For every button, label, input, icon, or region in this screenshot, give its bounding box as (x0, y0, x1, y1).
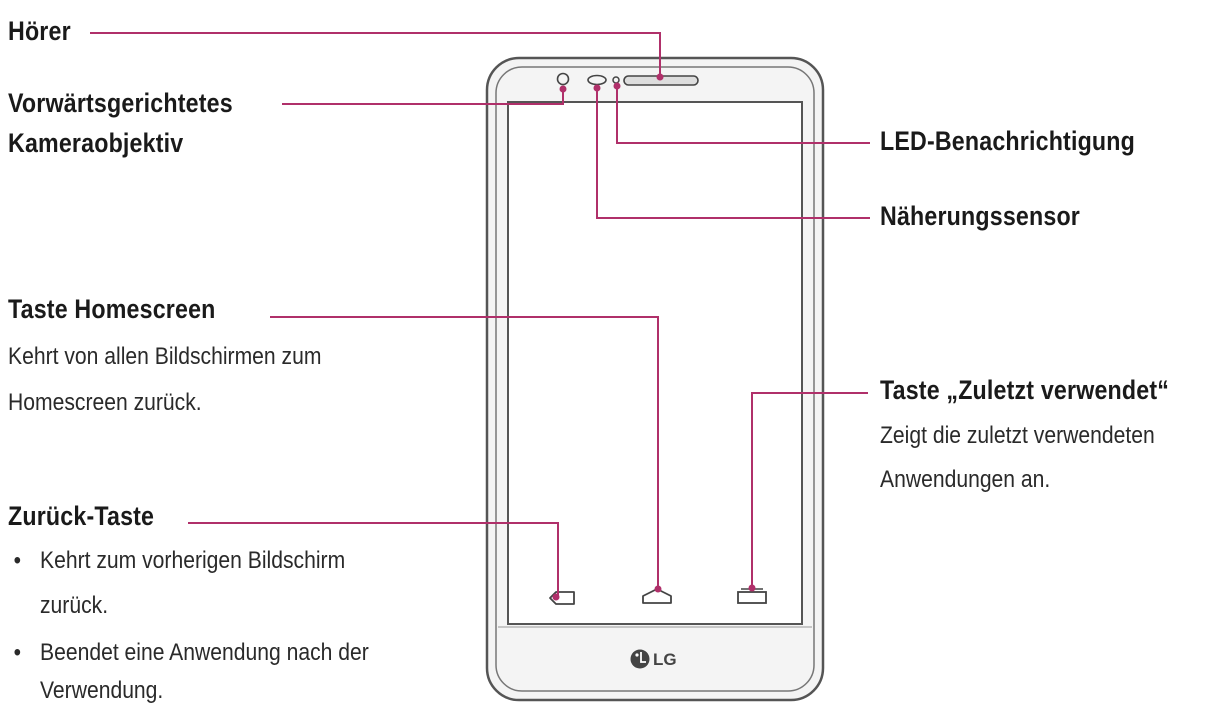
back-bullet-1-text-cont: zurück. (40, 592, 109, 619)
label-earpiece: Hörer (8, 16, 71, 46)
endpoint-earpiece (656, 73, 664, 81)
home-icon (642, 588, 672, 604)
back-bullet-1-line1: • Kehrt zum vorherigen Bildschirm (14, 543, 346, 579)
back-arrow-icon (549, 591, 575, 605)
label-recent-title: Taste „Zuletzt verwendet“ (880, 375, 1170, 405)
circle-icon (556, 72, 570, 86)
back-bullet-1-line2: zurück. (40, 588, 108, 624)
phone-screen (507, 101, 803, 625)
endpoint-home (654, 585, 662, 593)
back-bullet-2-line1: • Beendet eine Anwendung nach der (14, 635, 369, 671)
leader-endpoints (552, 73, 756, 601)
back-bullet-2-text: Beendet eine Anwendung nach der (40, 639, 369, 666)
leader-proximity (596, 86, 870, 219)
endpoint-led (613, 82, 621, 90)
back-bullet-2-line2: Verwendung. (40, 673, 163, 709)
label-front-camera-line1: Vorwärtsgerichtetes (8, 88, 233, 118)
label-home-desc-line1: Kehrt von allen Bildschirmen zum (8, 343, 322, 370)
endpoint-front-camera (559, 85, 567, 93)
endpoint-proximity (593, 84, 601, 92)
leader-home (270, 316, 659, 588)
bullet-dot: • (13, 547, 21, 574)
leader-led (616, 85, 870, 144)
endpoint-back (552, 593, 560, 601)
leader-recent (751, 392, 868, 587)
label-led: LED-Benachrichtigung (880, 126, 1136, 156)
label-home-title: Taste Homescreen (8, 294, 216, 324)
logo-text: LG (653, 650, 677, 669)
phone-inner-bezel (495, 66, 815, 692)
back-bullet-2-text-cont: Verwendung. (40, 677, 164, 704)
back-bullet-1-text: Kehrt zum vorherigen Bildschirm (40, 547, 346, 574)
label-recent-desc-line2: Anwendungen an. (880, 466, 1051, 493)
leader-back (188, 522, 559, 596)
leader-earpiece (90, 32, 661, 77)
endpoint-recent (748, 584, 756, 592)
label-home-desc-line2: Homescreen zurück. (8, 389, 202, 416)
bullet-dot: • (13, 639, 21, 666)
label-proximity: Näherungssensor (880, 201, 1081, 231)
label-front-camera-line2: Kameraobjektiv (8, 128, 184, 158)
label-recent-desc-line1: Zeigt die zuletzt verwendeten (880, 422, 1155, 449)
lg-logo-icon: LG (630, 649, 677, 669)
label-back-title: Zurück-Taste (8, 501, 155, 531)
